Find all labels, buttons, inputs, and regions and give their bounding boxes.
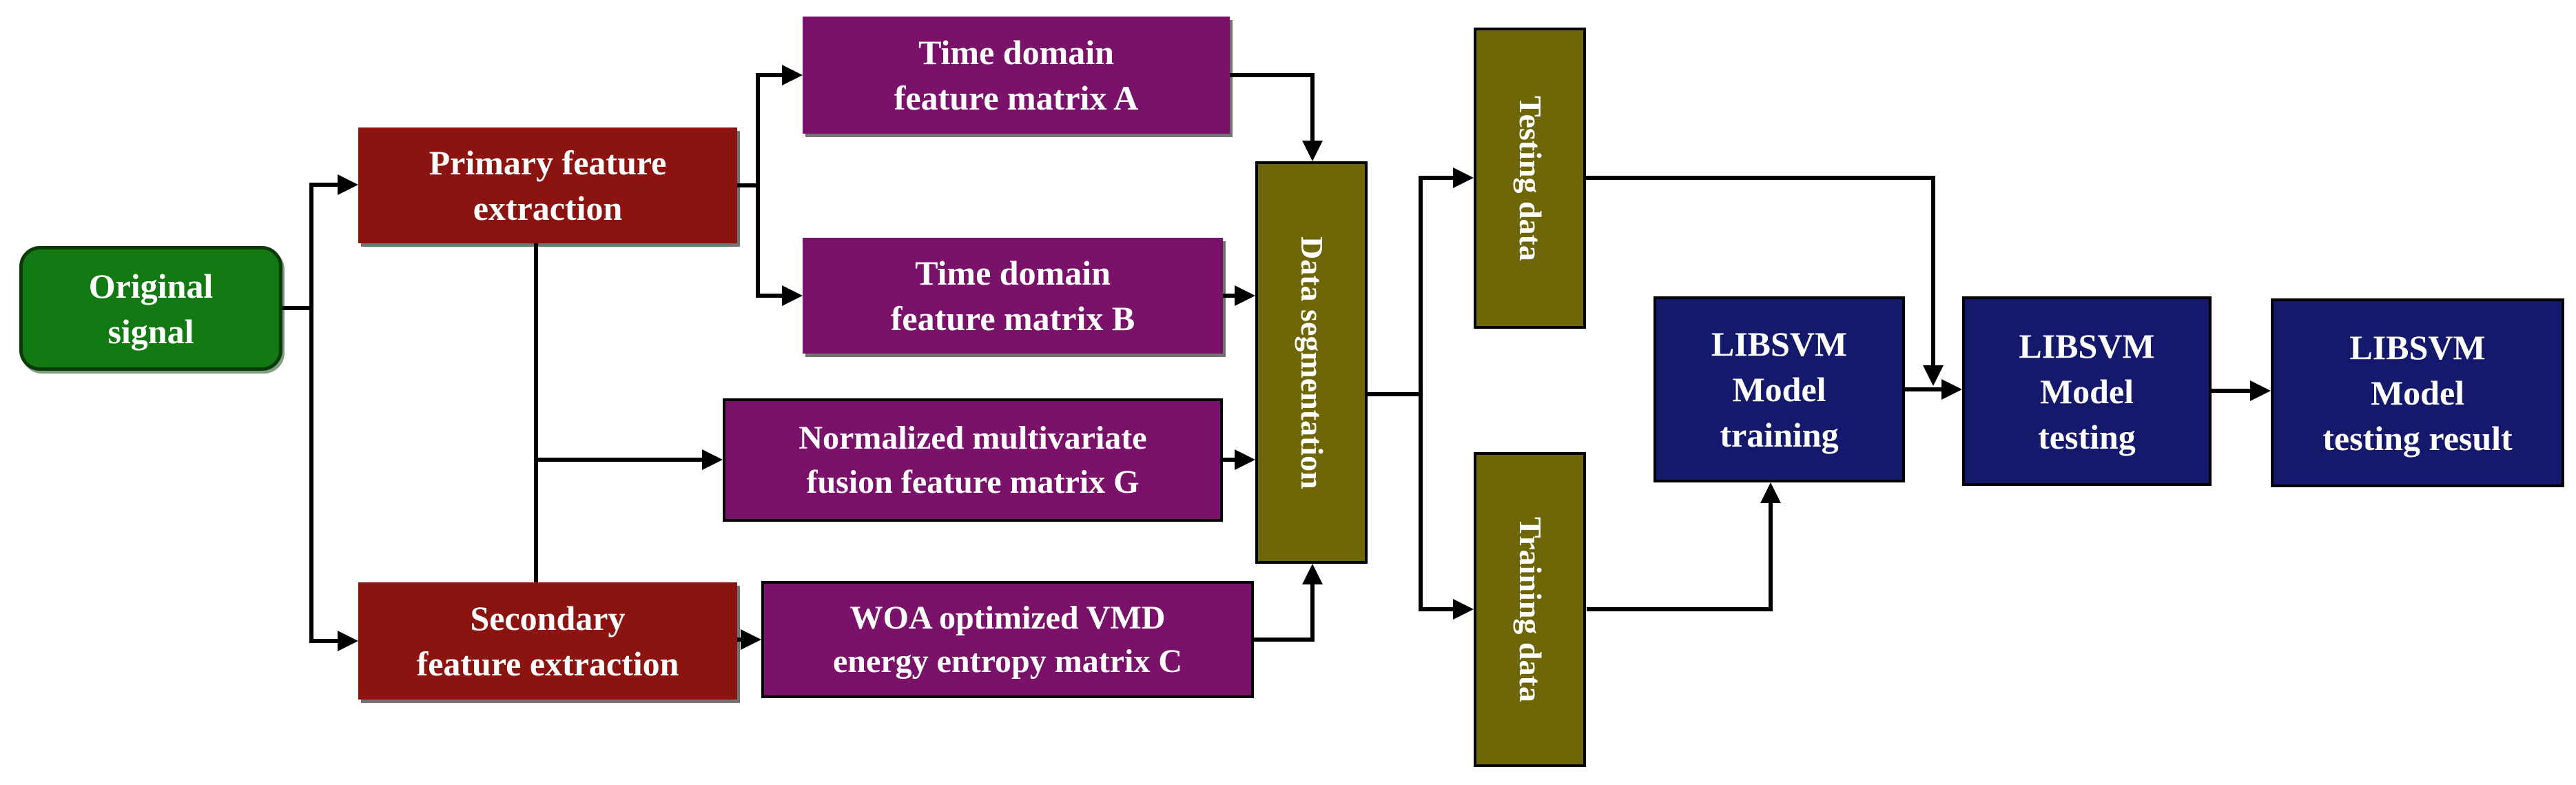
node-normalized-multivariate-fusion-feature-matrix-g-label: Normalized multivariate fusion feature m… xyxy=(798,420,1147,500)
node-libsvm-model-testing-result: LIBSVM Model testing result xyxy=(2271,298,2564,487)
node-libsvm-model-training-label: LIBSVM Model training xyxy=(1711,325,1848,454)
node-libsvm-model-testing: LIBSVM Model testing xyxy=(1962,296,2212,486)
node-secondary-feature-extraction-label: Secondary feature extraction xyxy=(416,599,679,683)
node-secondary-feature-extraction: Secondary feature extraction xyxy=(358,582,737,700)
node-testing-data: Testing data xyxy=(1474,28,1586,329)
node-woa-optimized-vmd-energy-entropy-matrix-c-label: WOA optimized VMD energy entropy matrix … xyxy=(833,599,1182,680)
node-original-signal: Original signal xyxy=(19,246,282,371)
edge-primary-to-matrix-b xyxy=(756,185,803,306)
edge-matrix-a-to-dataseg xyxy=(1230,73,1323,161)
node-training-data-label: Training data xyxy=(1512,517,1548,702)
edge-primary-to-matrix-a xyxy=(737,65,803,187)
node-training-data: Training data xyxy=(1474,452,1586,767)
node-libsvm-model-training: LIBSVM Model training xyxy=(1653,296,1905,482)
edge-training-to-model-training xyxy=(1587,482,1781,611)
edge-dataseg-to-training xyxy=(1419,394,1474,620)
node-time-domain-feature-matrix-a-label: Time domain feature matrix A xyxy=(894,33,1139,117)
node-data-segmentation: Data segmentation xyxy=(1255,161,1368,564)
node-primary-feature-extraction-label: Primary feature extraction xyxy=(429,143,667,227)
edge-dataseg-to-testing xyxy=(1419,167,1474,394)
edge-testing-to-model-testing xyxy=(1586,176,1944,386)
node-time-domain-feature-matrix-b-label: Time domain feature matrix B xyxy=(890,254,1135,338)
node-libsvm-model-testing-result-label: LIBSVM Model testing result xyxy=(2322,328,2513,458)
node-normalized-multivariate-fusion-feature-matrix-g: Normalized multivariate fusion feature m… xyxy=(723,398,1223,522)
node-time-domain-feature-matrix-b: Time domain feature matrix B xyxy=(803,238,1223,354)
node-woa-optimized-vmd-energy-entropy-matrix-c: WOA optimized VMD energy entropy matrix … xyxy=(761,581,1254,698)
edge-original-to-primary xyxy=(309,174,358,308)
node-testing-data-label: Testing data xyxy=(1512,95,1548,261)
node-original-signal-label: Original signal xyxy=(88,266,214,351)
node-data-segmentation-label: Data segmentation xyxy=(1294,236,1330,489)
edge-woa-to-dataseg xyxy=(1254,564,1323,642)
node-primary-feature-extraction: Primary feature extraction xyxy=(358,128,737,243)
edge-original-to-secondary xyxy=(309,308,358,651)
node-libsvm-model-testing-label: LIBSVM Model testing xyxy=(2019,326,2155,456)
node-time-domain-feature-matrix-a: Time domain feature matrix A xyxy=(803,17,1230,134)
